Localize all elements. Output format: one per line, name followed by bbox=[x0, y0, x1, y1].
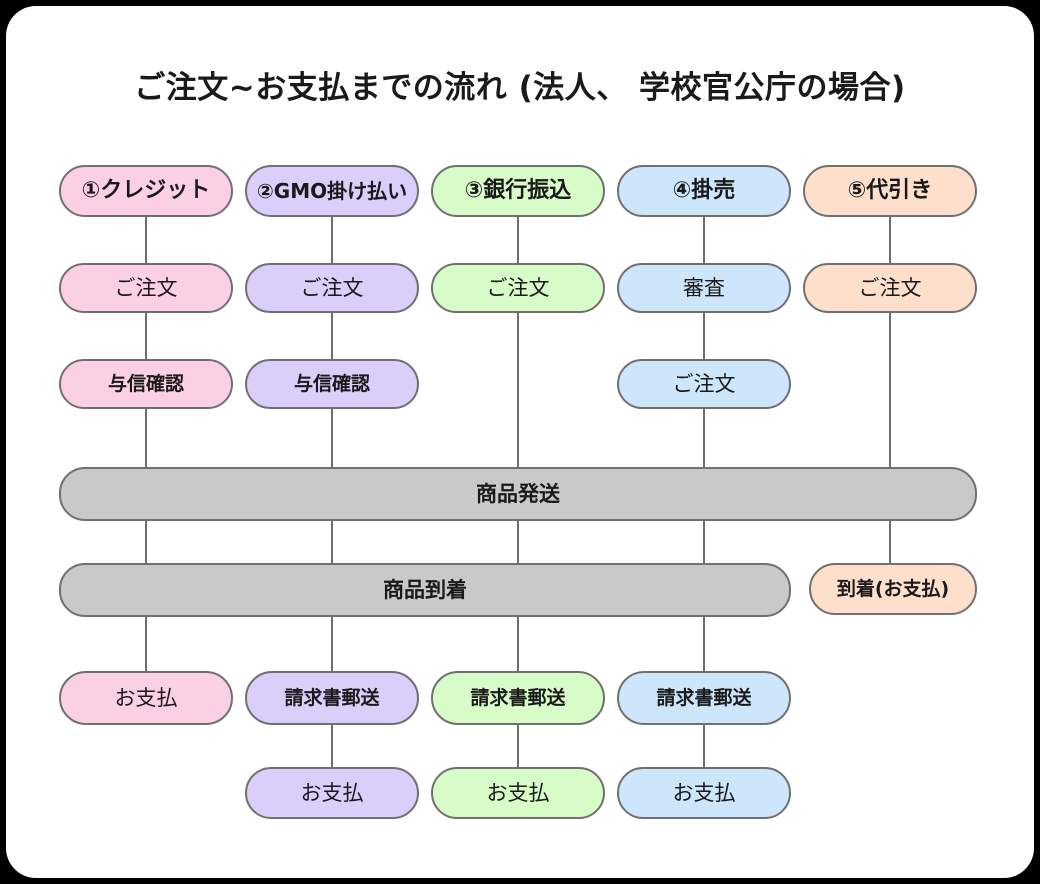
connector-credit-2 bbox=[145, 312, 147, 360]
connector-credit-3 bbox=[145, 408, 147, 468]
node-credit-check-gmo[interactable]: 与信確認 bbox=[245, 359, 419, 409]
node-invoice-kakeuri[interactable]: 請求書郵送 bbox=[617, 671, 791, 725]
connector-credit-4 bbox=[145, 520, 147, 564]
node-order-gmo[interactable]: ご注文 bbox=[245, 263, 419, 313]
connector-daibiki-1 bbox=[889, 216, 891, 264]
connector-gmo-5 bbox=[331, 616, 333, 672]
connector-daibiki-2 bbox=[889, 312, 891, 468]
node-credit-check-credit[interactable]: 与信確認 bbox=[59, 359, 233, 409]
node-arrival-payment-daibiki[interactable]: 到着(お支払) bbox=[809, 563, 977, 615]
connector-bank-5 bbox=[517, 724, 519, 768]
connector-gmo-6 bbox=[331, 724, 333, 768]
connector-credit-5 bbox=[145, 616, 147, 672]
connector-kakeuri-2 bbox=[703, 312, 705, 360]
node-order-kakeuri[interactable]: ご注文 bbox=[617, 359, 791, 409]
connector-gmo-2 bbox=[331, 312, 333, 360]
node-order-daibiki[interactable]: ご注文 bbox=[803, 263, 977, 313]
node-invoice-gmo[interactable]: 請求書郵送 bbox=[245, 671, 419, 725]
page-title: ご注文~お支払までの流れ (法人、 学校官公庁の場合) bbox=[134, 70, 906, 106]
connector-kakeuri-5 bbox=[703, 616, 705, 672]
connector-gmo-3 bbox=[331, 408, 333, 468]
connector-daibiki-3 bbox=[889, 520, 891, 564]
connector-kakeuri-3 bbox=[703, 408, 705, 468]
connector-kakeuri-6 bbox=[703, 724, 705, 768]
connector-gmo-4 bbox=[331, 520, 333, 564]
node-header-bank[interactable]: ③銀行振込 bbox=[431, 165, 605, 217]
node-order-bank[interactable]: ご注文 bbox=[431, 263, 605, 313]
connector-bank-2 bbox=[517, 312, 519, 468]
node-header-daibiki[interactable]: ⑤代引き bbox=[803, 165, 977, 217]
connector-kakeuri-4 bbox=[703, 520, 705, 564]
node-payment-credit[interactable]: お支払 bbox=[59, 671, 233, 725]
connector-bank-4 bbox=[517, 616, 519, 672]
node-screening-kakeuri[interactable]: 審査 bbox=[617, 263, 791, 313]
node-shipping-bar[interactable]: 商品発送 bbox=[59, 467, 977, 521]
connector-gmo-1 bbox=[331, 216, 333, 264]
node-arrival-bar[interactable]: 商品到着 bbox=[59, 563, 791, 617]
node-payment-bank[interactable]: お支払 bbox=[431, 767, 605, 819]
connector-bank-3 bbox=[517, 520, 519, 564]
connector-kakeuri-1 bbox=[703, 216, 705, 264]
node-order-credit[interactable]: ご注文 bbox=[59, 263, 233, 313]
node-payment-gmo[interactable]: お支払 bbox=[245, 767, 419, 819]
node-header-kakeuri[interactable]: ④掛売 bbox=[617, 165, 791, 217]
node-header-credit[interactable]: ①クレジット bbox=[59, 165, 233, 217]
connector-bank-1 bbox=[517, 216, 519, 264]
connector-credit-1 bbox=[145, 216, 147, 264]
node-header-gmo[interactable]: ②GMO掛け払い bbox=[245, 165, 419, 217]
node-payment-kakeuri[interactable]: お支払 bbox=[617, 767, 791, 819]
node-invoice-bank[interactable]: 請求書郵送 bbox=[431, 671, 605, 725]
diagram-card bbox=[6, 6, 1034, 878]
